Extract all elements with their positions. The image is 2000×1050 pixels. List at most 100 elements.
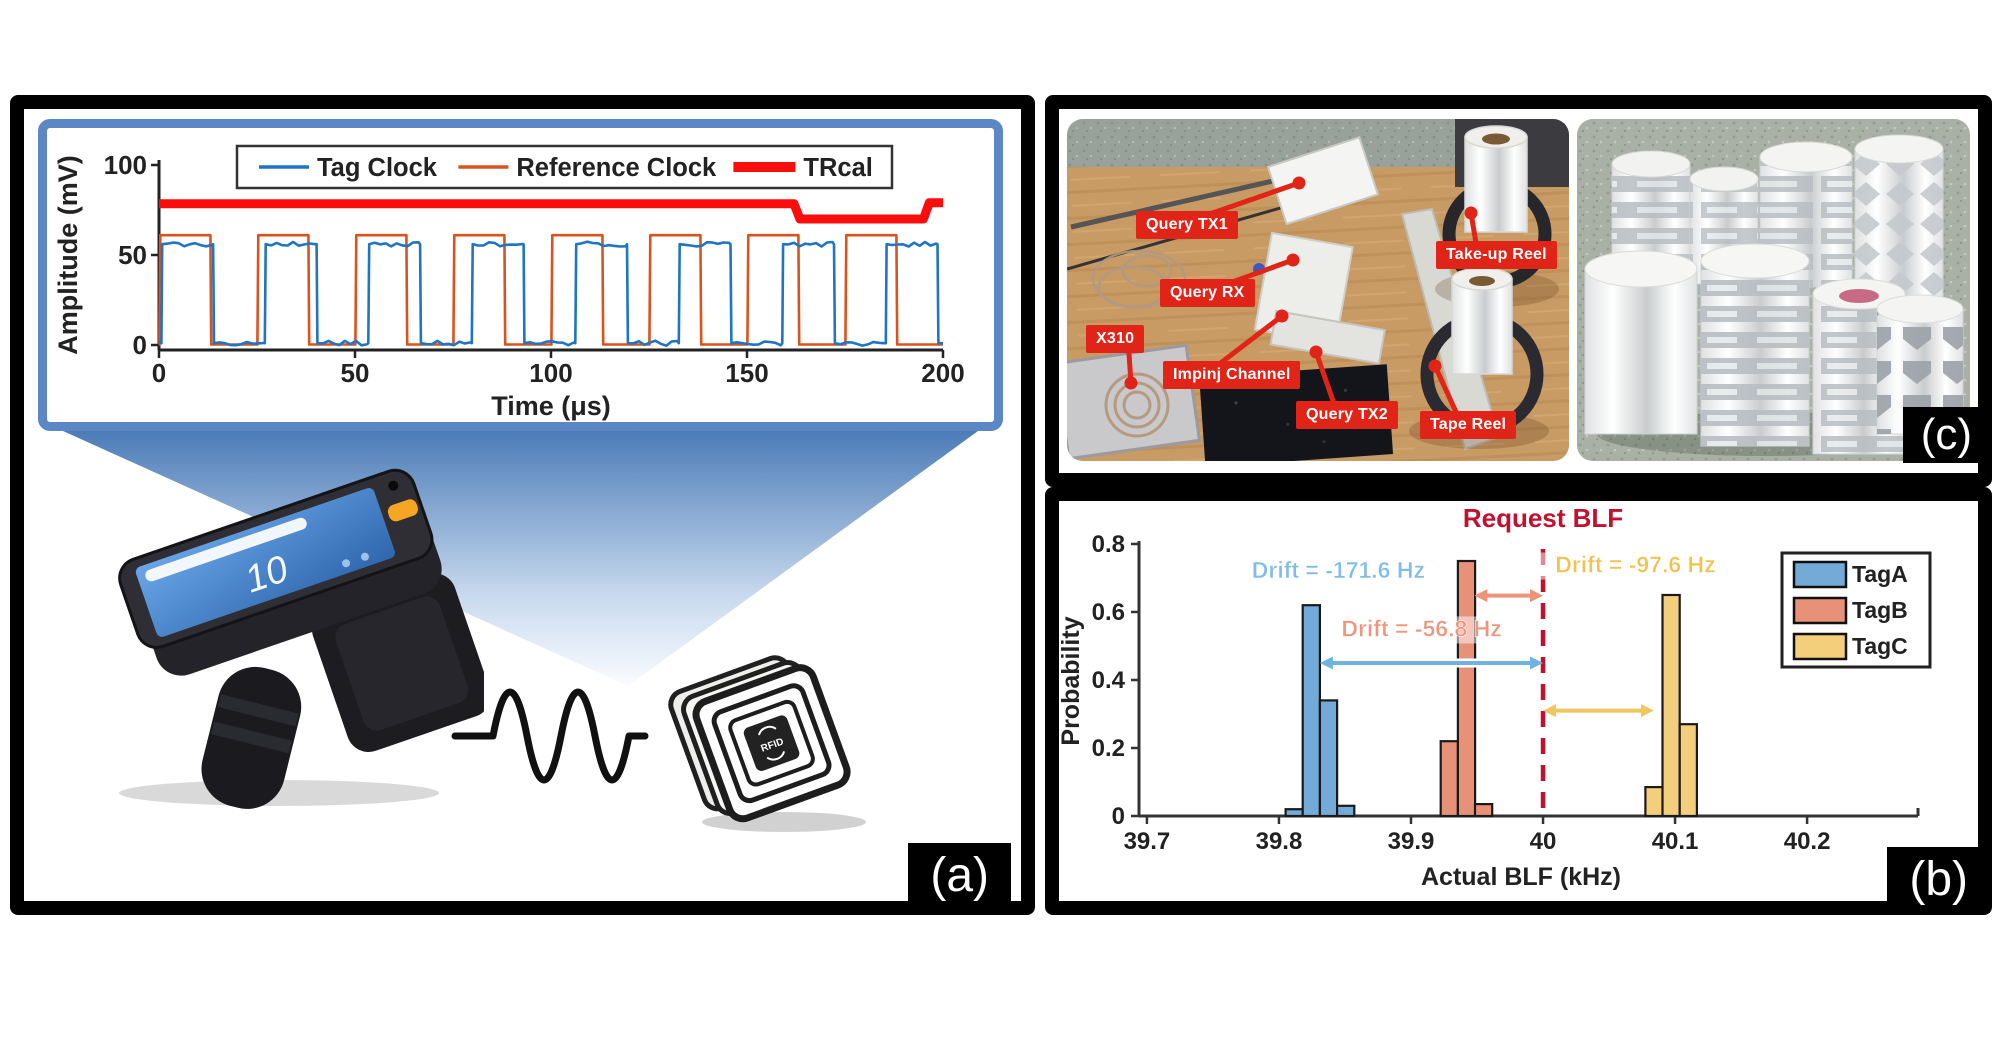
legend-label-TagB: TagB (1852, 597, 1908, 623)
annotation-halo (1235, 557, 1441, 585)
antenna-panel-tx1 (1266, 136, 1380, 226)
rfid-tag-stack-illustration: RFID (668, 655, 866, 832)
tag-roll (1700, 243, 1810, 447)
x-tick-label: 40.1 (1652, 828, 1699, 855)
legend-patch-TagB (1792, 596, 1848, 625)
y-tick-label: 0 (133, 330, 147, 360)
y-tick-label: 0.6 (1092, 599, 1125, 626)
blf-bar-TagB-2 (1473, 803, 1494, 818)
equipment-label-query-tx2: Query TX2 (1296, 401, 1398, 429)
phone-search-bar (145, 517, 307, 582)
blf-bar-TagA-3 (1336, 804, 1356, 818)
equipment-label-x310: X310 (1086, 325, 1145, 353)
annotation-halo (1538, 552, 1733, 580)
x-axis-label: Time (μs) (491, 391, 611, 421)
legend-label-TagC: TagC (1852, 633, 1908, 659)
legend-patch-TagC (1792, 632, 1848, 661)
rfid-chip (743, 715, 800, 771)
panel-b-label: (b) (1887, 846, 1990, 913)
leader-dot-2 (1124, 376, 1138, 390)
blf-bar-TagC-2 (1678, 723, 1699, 818)
reader-pistol-grip (201, 666, 302, 809)
tag-roll-plain (1584, 250, 1698, 435)
y-axis-label: Probability (1059, 616, 1085, 745)
phone-camera-dot (388, 480, 399, 491)
leader-dot-6 (1428, 359, 1442, 373)
blf-bar-TagA-0 (1284, 808, 1304, 818)
drift-annotation-0: Drift = -171.6 Hz (1252, 557, 1425, 583)
panel-c-label: (c) (1902, 406, 1990, 463)
legend-label-TagA: TagA (1852, 561, 1908, 587)
arrow-head (1640, 704, 1654, 718)
rfid-wave-arc (766, 751, 786, 761)
x-tick-label: 40 (1530, 828, 1557, 855)
legend-label-Reference Clock: Reference Clock (516, 154, 717, 182)
leader-dot-4 (1309, 345, 1323, 359)
x-tick-label: 39.9 (1388, 828, 1435, 855)
leader-dot-1 (1286, 253, 1300, 267)
leader-dot-0 (1292, 176, 1306, 190)
drift-annotation-2: Drift = -97.6 Hz (1555, 552, 1715, 578)
legend-label-Tag Clock: Tag Clock (317, 154, 438, 182)
arrow-head (1543, 704, 1557, 718)
leader-dot-3 (1275, 309, 1289, 323)
blf-bar-TagB-0 (1439, 740, 1460, 818)
x-tick-label: 40.2 (1784, 828, 1831, 855)
equipment-label-impinj-channel: Impinj Channel (1163, 361, 1301, 389)
x-tick-label: 0 (152, 358, 166, 388)
callout-shape (63, 431, 978, 686)
arrow-head (1474, 589, 1488, 603)
y-tick-label: 50 (118, 240, 147, 270)
trcal-line (159, 198, 943, 224)
x-tick-label: 150 (725, 358, 768, 388)
x-tick-label: 39.7 (1124, 828, 1171, 855)
legend-patch-TagA (1792, 560, 1848, 589)
y-tick-label: 0.2 (1092, 735, 1125, 762)
y-tick-label: 0 (1112, 803, 1125, 830)
arrow-head (1530, 656, 1544, 670)
arrow-head (1530, 589, 1544, 603)
arrow-head (1319, 656, 1333, 670)
panel-a-label: (a) (908, 842, 1011, 909)
reader-antenna-housing (312, 573, 484, 752)
y-tick-label: 100 (104, 150, 147, 180)
sine-wave-path (451, 688, 649, 784)
x-tick-label: 39.8 (1256, 828, 1303, 855)
callout-triangle (63, 431, 978, 686)
annotation-halo (1324, 616, 1519, 644)
tag-rolls-scene (1577, 119, 1970, 461)
rfid-wave-arc (758, 725, 777, 736)
blf-bar-TagA-2 (1318, 699, 1339, 818)
phone-screen (135, 488, 395, 637)
legend-label-TRcal: TRcal (803, 154, 872, 182)
sine-wave-icon (451, 688, 649, 784)
y-tick-label: 0.8 (1092, 531, 1125, 558)
x-tick-label: 100 (529, 358, 572, 388)
reader-trigger-button (387, 499, 418, 522)
blf-bar-TagC-0 (1644, 786, 1664, 818)
tag-rolls-photo (1577, 119, 1970, 461)
blf-title: Request BLF (1463, 503, 1623, 533)
axes (1137, 541, 1920, 818)
rfid-tag-front: RFID (692, 664, 851, 823)
reader-phone: 10 (118, 468, 442, 676)
x-tick-label: 200 (921, 358, 964, 388)
blf-bar-TagC-1 (1661, 593, 1681, 818)
reader-shadow (119, 780, 439, 806)
equipment-label-query-rx: Query RX (1160, 279, 1255, 307)
blf-bar-TagA-1 (1301, 604, 1321, 818)
drift-annotation-1: Drift = -56.8 Hz (1341, 615, 1501, 641)
y-axis-label: Amplitude (mV) (53, 155, 83, 355)
equipment-label-tape-reel: Tape Reel (1420, 411, 1517, 439)
rfid-handheld-reader-illustration: 10 (118, 468, 484, 809)
tag-roll (1854, 134, 1944, 300)
blf-bar-TagB-1 (1456, 559, 1477, 818)
